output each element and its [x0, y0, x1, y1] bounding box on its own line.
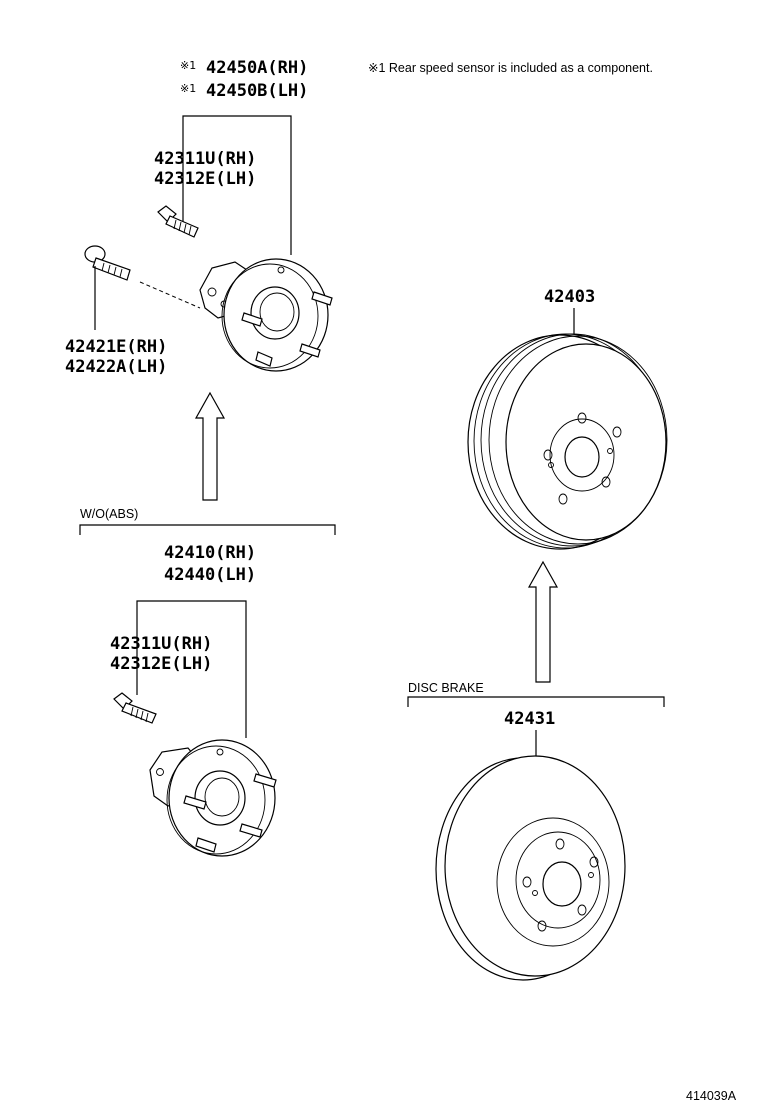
hub-abs-bolt-lh[interactable]: 42312E(LH) — [154, 169, 256, 189]
hub-bearing-icon[interactable] — [149, 739, 277, 857]
hub-abs-part-rh[interactable]: 42450A(RH) — [206, 58, 308, 78]
hub-abs-bolt-rh[interactable]: 42311U(RH) — [154, 149, 256, 169]
sensor-bolt-lh[interactable]: 42422A(LH) — [65, 357, 167, 377]
hub-part-rh[interactable]: 42410(RH) — [164, 543, 256, 563]
disc-part-number[interactable]: 42431 — [504, 709, 555, 729]
sensor-bolt-rh[interactable]: 42421E(RH) — [65, 337, 167, 357]
hub-bolt-icon[interactable] — [157, 205, 199, 238]
brake-disc-icon[interactable] — [435, 755, 626, 981]
hub-bracket — [136, 600, 247, 738]
hub-bolt-lh[interactable]: 42312E(LH) — [110, 654, 212, 674]
arrow-up-icon-right — [527, 560, 559, 683]
brake-drum-icon[interactable] — [467, 333, 668, 550]
note-mark-1: ※1 — [180, 59, 196, 72]
note-mark-2: ※1 — [180, 82, 196, 95]
wo-abs-label: W/O(ABS) — [80, 507, 138, 521]
hub-bolt-lower-icon[interactable] — [113, 692, 157, 724]
sensor-bolt-icon[interactable] — [84, 245, 131, 281]
sensor-note: ※1 Rear speed sensor is included as a co… — [368, 61, 653, 75]
drum-part-number[interactable]: 42403 — [544, 287, 595, 307]
hub-abs-bracket — [182, 115, 292, 255]
disc-brake-bracket — [407, 696, 665, 707]
hub-abs-part-lh[interactable]: 42450B(LH) — [206, 81, 308, 101]
sensor-bolt-dashed-line — [139, 281, 201, 309]
arrow-up-icon-left — [194, 391, 226, 501]
hub-bolt-rh[interactable]: 42311U(RH) — [110, 634, 212, 654]
figure-id: 414039A — [686, 1089, 737, 1103]
disc-brake-label: DISC BRAKE — [408, 681, 484, 695]
wo-abs-bracket — [79, 524, 336, 535]
hub-bearing-abs-icon[interactable] — [199, 258, 333, 372]
hub-part-lh[interactable]: 42440(LH) — [164, 565, 256, 585]
